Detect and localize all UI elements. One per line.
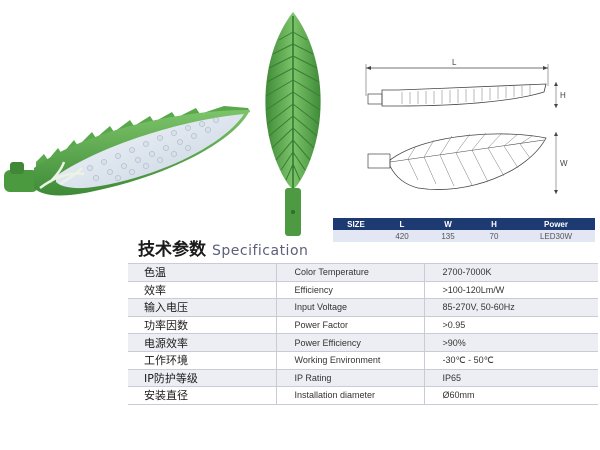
technical-drawing-side: L H (365, 58, 566, 108)
spec-label-en: Power Efficiency (275, 333, 424, 352)
spec-label-cn: 功率因数 (128, 315, 276, 334)
size-header-length: L (379, 218, 425, 230)
spec-title-cn: 技术参数 (138, 240, 206, 260)
spec-value: 85-270V, 50-60Hz (423, 298, 598, 317)
spec-label-en: Color Temperature (275, 263, 424, 282)
size-header-size: SIZE (333, 218, 379, 230)
spec-label-cn: 安装直径 (128, 386, 276, 405)
spec-label-cn: 效率 (128, 280, 276, 299)
spec-value: Ø60mm (423, 386, 598, 405)
spec-label-en: Working Environment (275, 350, 424, 370)
drawing-label-length: L (452, 58, 457, 67)
size-table-value-row: 420 135 70 LED30W (333, 230, 595, 242)
drawing-label-height: H (560, 91, 566, 100)
spec-label-cn: 电源效率 (128, 333, 276, 352)
spec-label-cn: 色温 (128, 263, 276, 282)
spec-label-en: Power Factor (275, 315, 424, 334)
spec-row: 输入电压 Input Voltage 85-270V, 50-60Hz (128, 298, 598, 317)
size-value-length: 420 (379, 230, 425, 242)
spec-row: IP防护等级 IP Rating IP65 (128, 368, 598, 387)
spec-label-cn: 工作环境 (128, 350, 276, 370)
spec-label-en: Installation diameter (275, 386, 424, 405)
spec-row: 电源效率 Power Efficiency >90% (128, 333, 598, 352)
spec-title-en: Specification (212, 243, 309, 259)
spec-label-en: Input Voltage (275, 298, 424, 317)
size-header-power: Power (517, 218, 595, 230)
product-side-view-image (4, 106, 250, 196)
spec-row: 色温 Color Temperature 2700-7000K (128, 263, 598, 282)
spec-label-en: Efficiency (275, 280, 424, 299)
spec-row: 工作环境 Working Environment -30℃ - 50℃ (128, 350, 598, 370)
technical-drawing-top: W (367, 132, 568, 194)
spec-row: 效率 Efficiency >100-120Lm/W (128, 280, 598, 299)
size-table: SIZE L W H Power 420 135 70 LED30W (333, 218, 595, 242)
spec-value: >100-120Lm/W (423, 280, 598, 299)
spec-row: 安装直径 Installation diameter Ø60mm (128, 386, 598, 405)
drawing-label-width: W (560, 159, 568, 168)
size-value-width: 135 (425, 230, 471, 242)
spec-label-cn: IP防护等级 (128, 368, 276, 387)
size-value-size (333, 230, 379, 242)
product-front-view-image (265, 12, 321, 236)
spec-value: -30℃ - 50℃ (423, 350, 598, 370)
size-value-height: 70 (471, 230, 517, 242)
spec-value: >90% (423, 333, 598, 352)
size-header-width: W (425, 218, 471, 230)
size-value-power: LED30W (517, 230, 595, 242)
spec-value: >0.95 (423, 315, 598, 334)
spec-value: IP65 (423, 368, 598, 387)
size-table-header-row: SIZE L W H Power (333, 218, 595, 230)
spec-label-en: IP Rating (275, 368, 424, 387)
spec-table: 色温 Color Temperature 2700-7000K 效率 Effic… (128, 263, 598, 405)
spec-heading: 技术参数 Specification (138, 235, 308, 260)
spec-label-cn: 输入电压 (128, 298, 276, 317)
spec-row: 功率因数 Power Factor >0.95 (128, 315, 598, 334)
spec-value: 2700-7000K (423, 263, 598, 282)
size-header-height: H (471, 218, 517, 230)
